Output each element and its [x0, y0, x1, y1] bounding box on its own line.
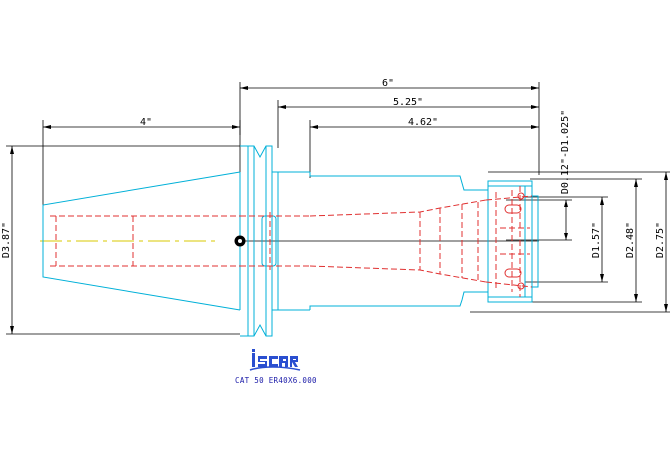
taper-outline — [42, 171, 241, 311]
dim-nut-diameter: D2.48" — [625, 222, 636, 258]
dimension-lines — [6, 82, 670, 335]
collet-slots — [504, 192, 525, 290]
retention-hole — [234, 235, 246, 247]
dim-flange-to-end: 5.25" — [393, 97, 423, 108]
hidden-lines — [50, 186, 533, 297]
dim-body-length: 4.62" — [408, 117, 438, 128]
arrowheads — [10, 86, 668, 334]
flange-vgroove — [248, 145, 273, 337]
dim-overall-length: 6" — [382, 78, 394, 89]
dim-taper-length: 4" — [140, 117, 152, 128]
iscar-logo — [249, 349, 301, 371]
drawing-caption: CAT 50 ER40X6.000 — [235, 376, 317, 385]
dim-collet-diameter: D1.57" — [591, 222, 602, 258]
dim-body-diameter: D2.75" — [655, 222, 666, 258]
holder-outline — [42, 145, 539, 337]
nut-face — [531, 195, 539, 288]
dim-taper-diameter: D3.87" — [1, 222, 12, 258]
dim-clamping-range: D0.12"-D1.025" — [560, 110, 571, 194]
